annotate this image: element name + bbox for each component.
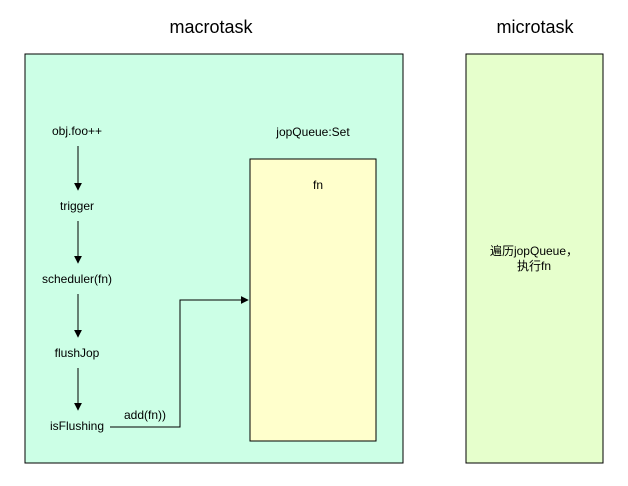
macrotask-title: macrotask [169,17,253,37]
flow-step-trigger: trigger [60,199,94,213]
job-queue-label: jopQueue:Set [275,125,350,139]
microtask-note-line-2: 执行fn [517,259,551,273]
add-edge-label: add(fn)) [124,408,166,422]
job-queue-item: fn [313,178,323,192]
job-queue-box [249,158,377,442]
microtask-container [465,53,604,464]
flow-step-scheduler: scheduler(fn) [42,272,112,286]
flow-step-flush-jop: flushJop [55,346,100,360]
microtask-note-line-1: 遍历jopQueue， [490,244,578,258]
microtask-title: microtask [496,17,574,37]
arrow-add-to-queue [110,296,249,428]
flow-step-is-flushing: isFlushing [50,419,104,433]
flow-step-obj-foo: obj.foo++ [52,124,102,138]
